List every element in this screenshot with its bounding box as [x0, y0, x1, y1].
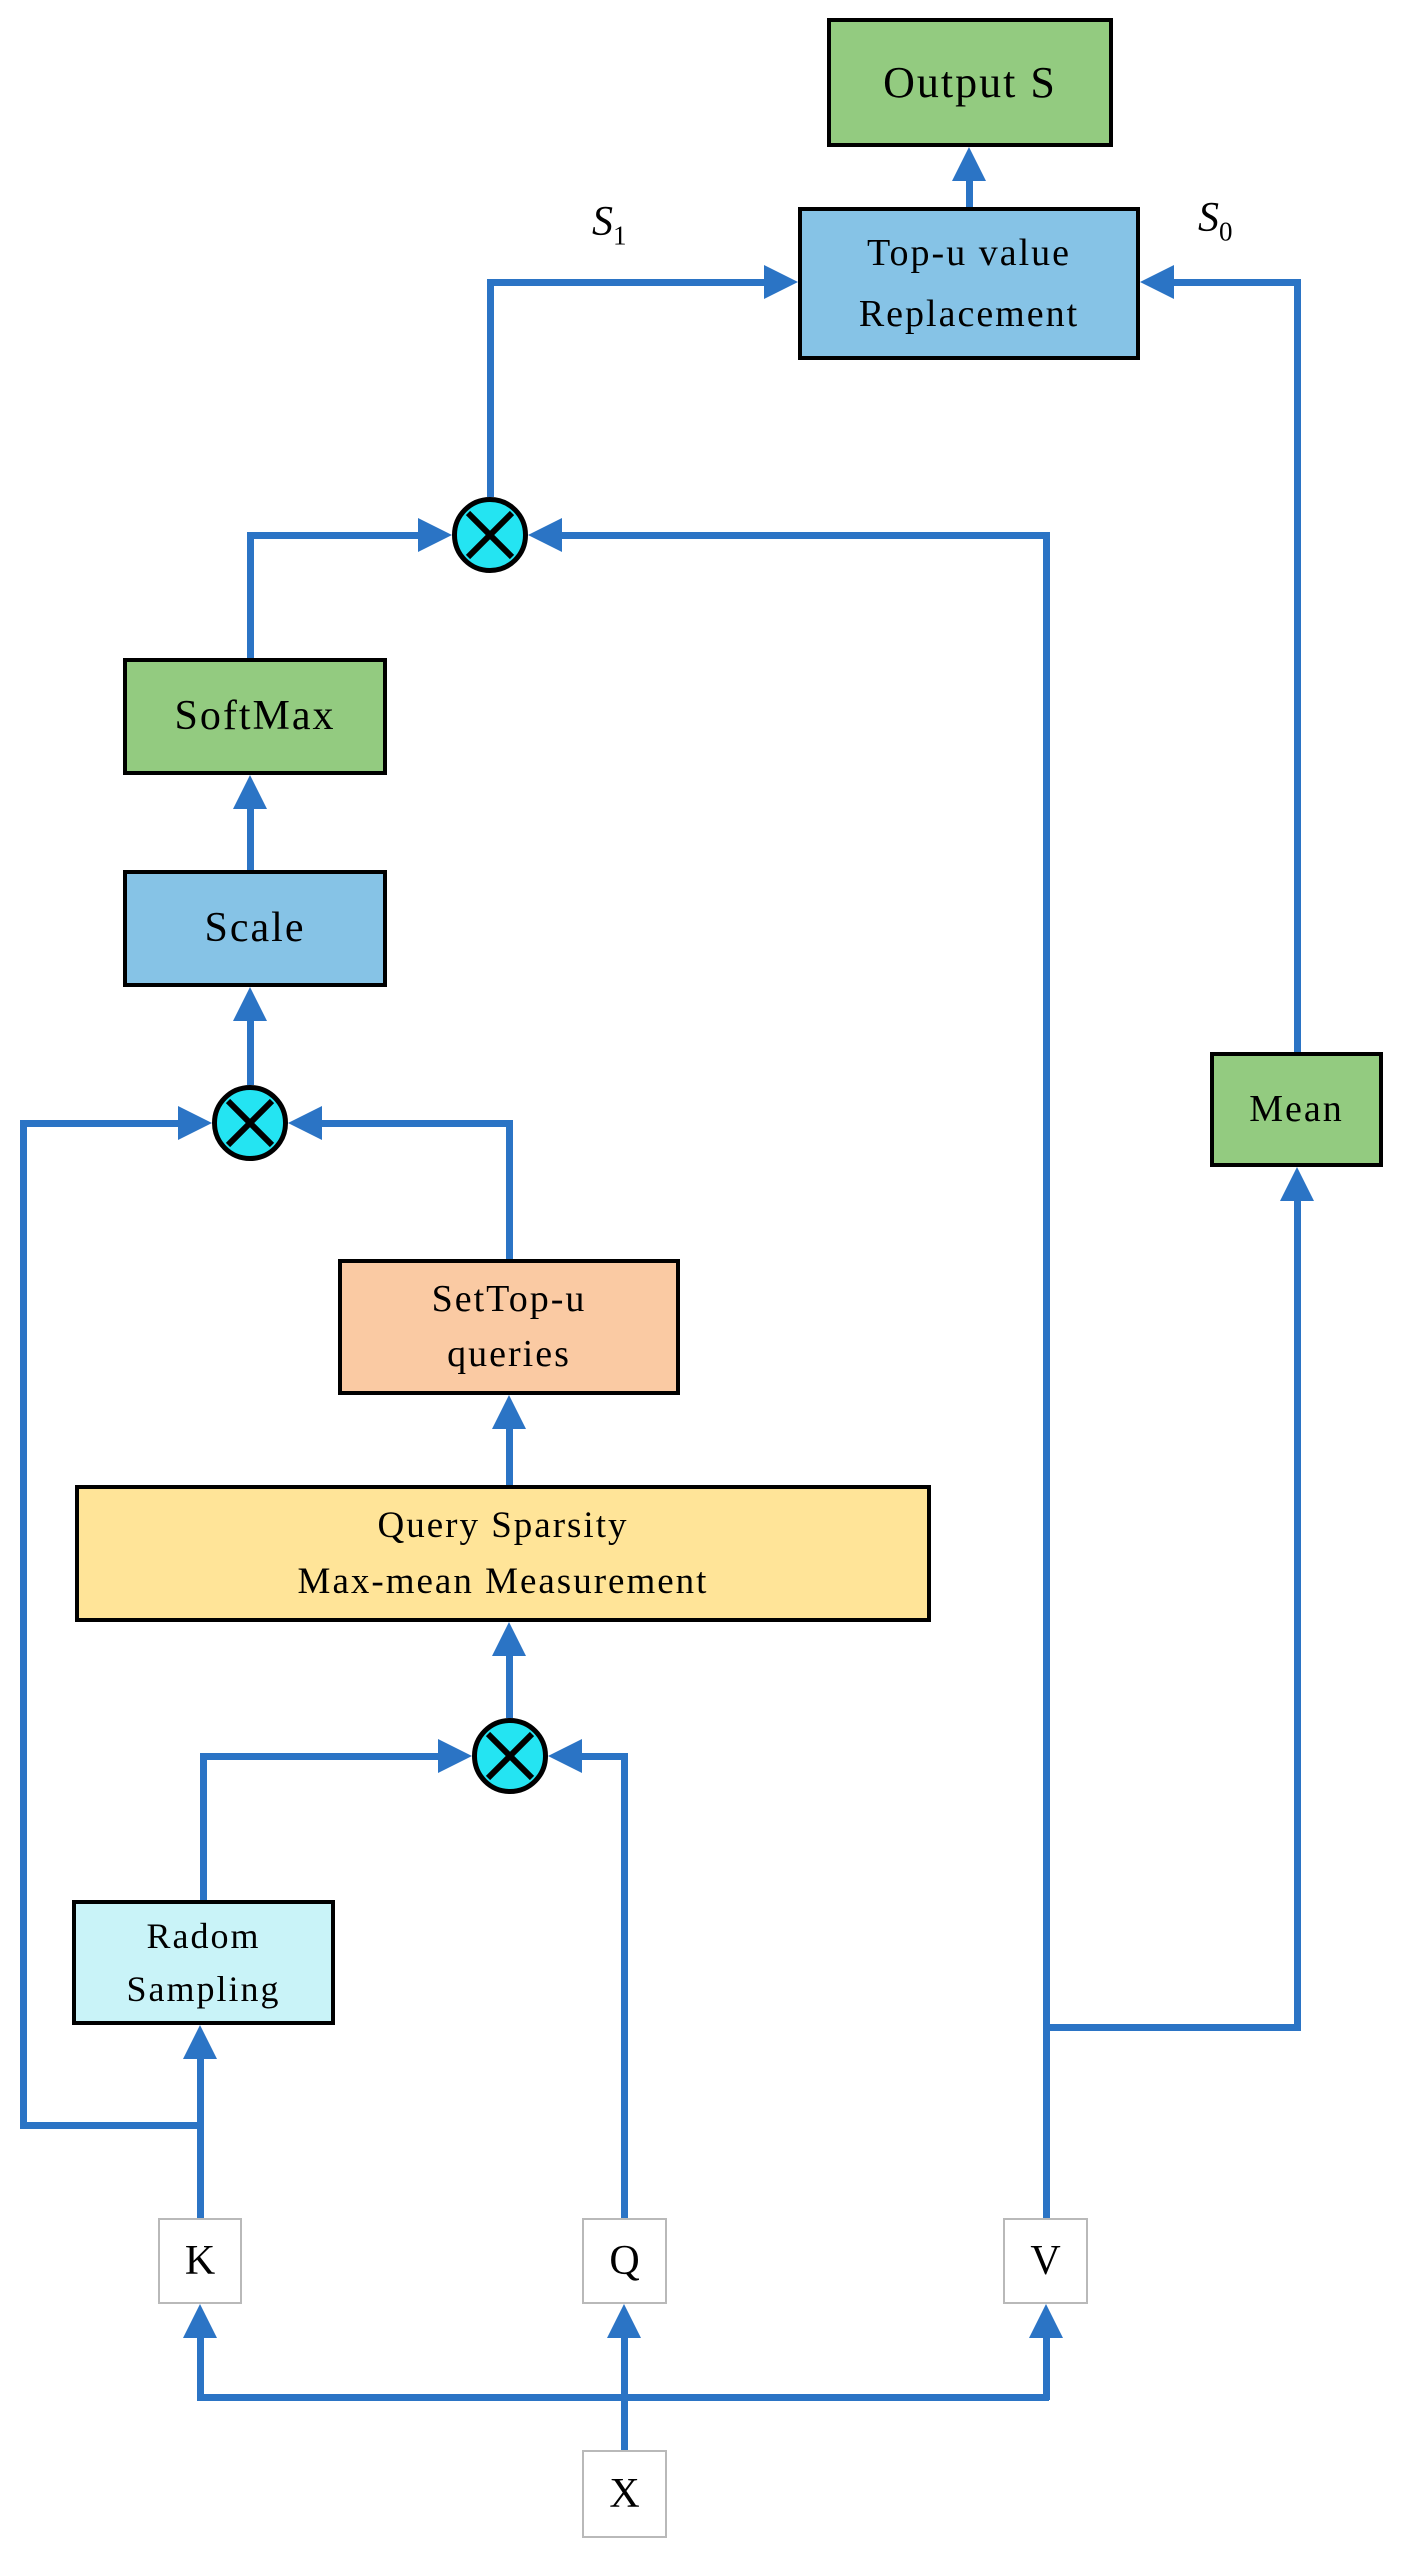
arrow-into-sampling — [183, 2025, 217, 2059]
edge-vbranch-vertical — [1294, 1198, 1301, 2031]
edge-kloop-horizontal-bottom — [20, 2122, 204, 2129]
edge-label-s0: S0 — [1198, 194, 1233, 247]
edge-label-s1-base: S — [592, 199, 613, 245]
node-output-s-label: Output S — [883, 58, 1057, 107]
edge-k-riser — [197, 2338, 204, 2400]
edge-vbranch-horizontal — [1043, 2024, 1300, 2031]
matmul-icon-top — [452, 497, 528, 573]
node-sparsity-line2: Max-mean Measurement — [297, 1560, 709, 1602]
node-q: Q — [582, 2218, 667, 2304]
node-q-label: Q — [609, 2238, 640, 2284]
arrow-sampling-into-lowmatmul — [438, 1739, 472, 1773]
arrow-q-into-lowmatmul — [548, 1739, 582, 1773]
edge-v-main-vertical — [1043, 532, 1050, 2218]
node-scale-label: Scale — [204, 905, 306, 952]
edge-midmatmul-to-scale — [247, 1015, 254, 1085]
edge-settopu-horizontal — [322, 1120, 512, 1127]
arrow-into-sparsity — [492, 1622, 526, 1656]
arrow-into-softmax — [233, 775, 267, 809]
edge-q-horizontal — [582, 1753, 628, 1760]
node-top-u-value-replacement: Top-u value Replacement — [798, 207, 1140, 360]
edge-replacement-to-output — [966, 175, 973, 207]
node-settopu-line1: SetTop-u — [431, 1277, 587, 1320]
edge-q-vertical — [621, 1753, 628, 2218]
matmul-icon-bottom — [472, 1718, 548, 1794]
arrow-s1-into-replacement — [764, 265, 798, 299]
node-sparsity-line1: Query Sparsity — [377, 1505, 629, 1546]
arrow-into-v — [1029, 2304, 1063, 2338]
node-mean-label: Mean — [1249, 1087, 1344, 1130]
edge-k-to-sampling — [197, 2053, 204, 2218]
edge-s0-horizontal — [1174, 279, 1300, 286]
edge-sampling-horizontal — [200, 1753, 438, 1760]
edge-s0-vertical — [1294, 279, 1301, 1052]
node-sampling-line2: Sampling — [126, 1968, 281, 2009]
node-settopu-line2: queries — [447, 1333, 571, 1375]
node-top-u-line1: Top-u value — [866, 231, 1071, 274]
node-output-s: Output S — [827, 18, 1113, 147]
node-query-sparsity: Query Sparsity Max-mean Measurement — [75, 1485, 931, 1622]
node-x: X — [582, 2450, 667, 2538]
edge-v-riser — [1043, 2338, 1050, 2400]
edge-s1-horizontal — [487, 279, 764, 286]
node-random-sampling: Radom Sampling — [72, 1900, 335, 2025]
arrow-into-mean — [1280, 1167, 1314, 1201]
edge-s1-vertical — [487, 279, 494, 497]
edge-kloop-vertical — [20, 1120, 27, 2129]
edge-softmax-vertical — [247, 532, 254, 658]
edge-label-s0-sub: 0 — [1219, 216, 1233, 247]
edge-label-s0-base: S — [1198, 195, 1219, 241]
cross-icon — [225, 1098, 275, 1148]
node-mean: Mean — [1210, 1052, 1383, 1167]
edge-lowmatmul-to-sparsity — [506, 1650, 513, 1718]
arrow-into-output — [952, 147, 986, 181]
node-top-u-line2: Replacement — [858, 292, 1080, 335]
arrow-settopu-into-midmatmul — [288, 1106, 322, 1140]
arrow-into-settopu — [492, 1395, 526, 1429]
arrow-into-scale — [233, 987, 267, 1021]
edge-label-s1: S1 — [592, 198, 627, 251]
node-sampling-line1: Radom — [146, 1916, 261, 1957]
matmul-icon-middle — [212, 1085, 288, 1161]
edge-settopu-vertical — [506, 1120, 513, 1259]
edge-x-horizontal — [197, 2394, 1049, 2401]
edge-sparsity-to-settopu — [506, 1423, 513, 1485]
arrow-k-into-midmatmul — [178, 1106, 212, 1140]
arrow-into-q — [607, 2304, 641, 2338]
node-k: K — [158, 2218, 242, 2304]
arrow-v-into-top-matmul — [528, 518, 562, 552]
edge-label-s1-sub: 1 — [613, 220, 627, 251]
node-set-top-u-queries: SetTop-u queries — [338, 1259, 680, 1395]
cross-icon — [465, 510, 515, 560]
node-x-label: X — [609, 2471, 640, 2517]
node-softmax-label: SoftMax — [174, 693, 336, 740]
edge-scale-to-softmax — [247, 803, 254, 870]
arrow-softmax-into-matmul — [418, 518, 452, 552]
arrow-into-k — [183, 2304, 217, 2338]
node-v: V — [1003, 2218, 1088, 2304]
edge-kloop-horizontal-top — [20, 1120, 178, 1127]
cross-icon — [485, 1731, 535, 1781]
edge-v-to-top-matmul — [562, 532, 1049, 539]
node-k-label: K — [184, 2238, 216, 2284]
node-softmax: SoftMax — [123, 658, 387, 775]
edge-softmax-horizontal — [247, 532, 418, 539]
node-v-label: V — [1030, 2238, 1061, 2284]
arrow-s0-into-replacement — [1140, 265, 1174, 299]
edge-sampling-vertical — [200, 1753, 207, 1900]
node-scale: Scale — [123, 870, 387, 987]
